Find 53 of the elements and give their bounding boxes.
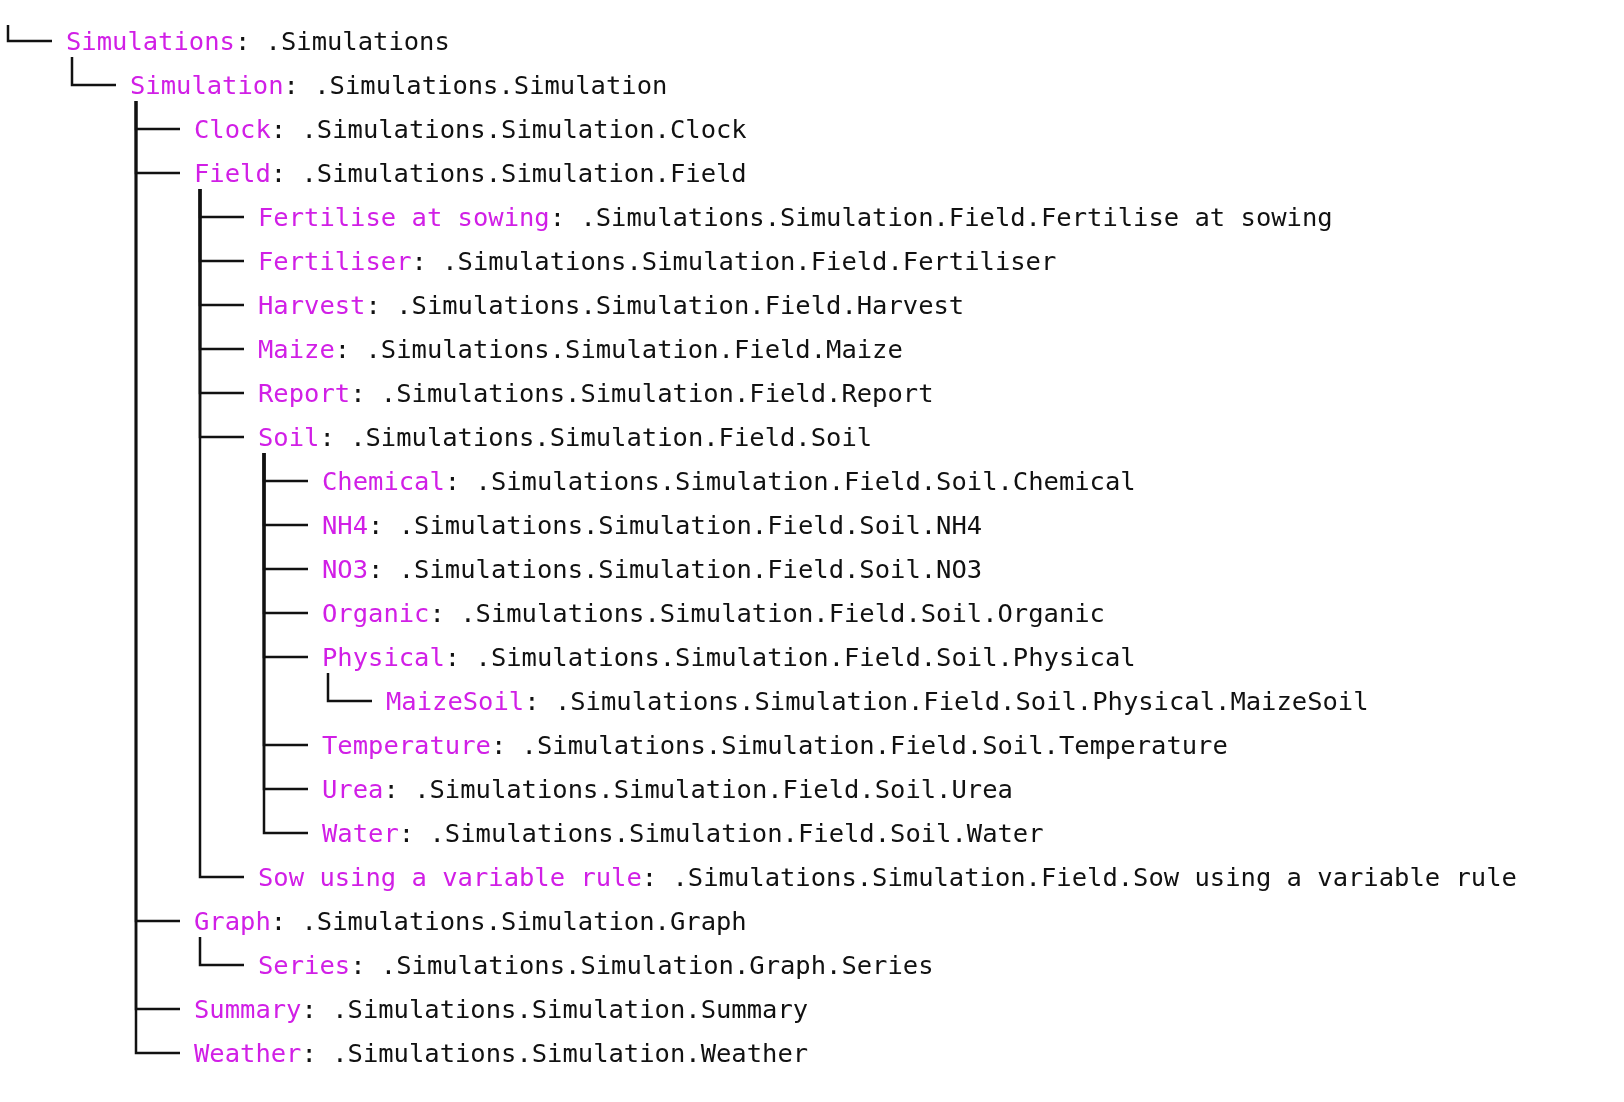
node-path: : .Simulations.Simulation.Field.Harvest (365, 290, 965, 320)
node-path: : .Simulations.Simulation.Field.Sow using a variable rule (641, 862, 1517, 892)
node-path: : .Simulations.Simulation.Graph (270, 906, 747, 936)
node-name: MaizeSoil (386, 686, 525, 716)
node-name: NH4 (322, 510, 369, 540)
node-path: : .Simulations.Simulation.Field (270, 158, 747, 188)
node-name: Physical (322, 642, 445, 672)
node-name: Chemical (322, 466, 445, 496)
node-path: : .Simulations.Simulation.Field.Fertiliser (411, 246, 1057, 276)
node-path: : .Simulations.Simulation.Field.Soil (319, 422, 873, 452)
node-name: NO3 (322, 554, 369, 584)
node-name: Maize (258, 334, 335, 364)
node-name: Organic (322, 598, 430, 628)
tree-connector (198, 189, 244, 879)
node-name: Report (258, 378, 351, 408)
node-name: Series (258, 950, 351, 980)
node-path: : .Simulations.Simulation.Field.Maize (334, 334, 903, 364)
node-path: : .Simulations.Simulation.Field.Soil.Water (398, 818, 1044, 848)
tree-connector (326, 673, 372, 703)
node-path: : .Simulations.Simulation.Summary (301, 994, 809, 1024)
node-name: Weather (194, 1038, 302, 1068)
node-name: Graph (194, 906, 271, 936)
node-path: : .Simulations.Simulation.Field.Soil.Organic (429, 598, 1105, 628)
node-path: : .Simulations.Simulation.Field.Soil.Temperature (490, 730, 1228, 760)
node-name: Fertilise at sowing (258, 202, 550, 232)
node-name: Soil (258, 422, 320, 452)
node-path: : .Simulations.Simulation (283, 70, 668, 100)
node-path: : .Simulations.Simulation.Field.Fertilise at sowing (549, 202, 1333, 232)
node-name: Urea (322, 774, 384, 804)
node-name: Clock (194, 114, 271, 144)
node-path: : .Simulations.Simulation.Field.Soil.Physical.MaizeSoil (524, 686, 1369, 716)
node-name: Water (322, 818, 399, 848)
node-path: : .Simulations.Simulation.Graph.Series (350, 950, 934, 980)
tree-connector (198, 937, 244, 967)
node-path: : .Simulations.Simulation.Field.Soil.NO3 (368, 554, 983, 584)
node-name: Simulation (130, 70, 284, 100)
node-name: Temperature (322, 730, 491, 760)
node-name: Field (194, 158, 271, 188)
node-name: Summary (194, 994, 302, 1024)
node-name: Harvest (258, 290, 366, 320)
tree-connector (6, 25, 52, 43)
tree-connector (70, 57, 116, 87)
node-name: Simulations (66, 26, 235, 56)
node-name: Fertiliser (258, 246, 412, 276)
node-path: : .Simulations (234, 26, 450, 56)
node-path: : .Simulations.Simulation.Weather (301, 1038, 809, 1068)
node-path: : .Simulations.Simulation.Clock (270, 114, 747, 144)
node-path: : .Simulations.Simulation.Field.Soil.Physical (444, 642, 1136, 672)
node-path: : .Simulations.Simulation.Field.Soil.NH4 (368, 510, 983, 540)
node-name: Sow using a variable rule (258, 862, 642, 892)
node-path: : .Simulations.Simulation.Field.Report (350, 378, 934, 408)
node-path: : .Simulations.Simulation.Field.Soil.Urea (383, 774, 1013, 804)
node-path: : .Simulations.Simulation.Field.Soil.Chemical (444, 466, 1136, 496)
